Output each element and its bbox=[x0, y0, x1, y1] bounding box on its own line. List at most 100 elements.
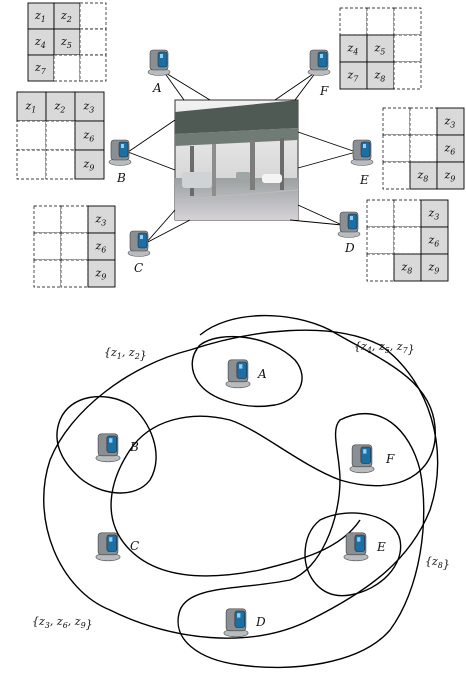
grid-cell bbox=[393, 61, 422, 90]
grid-cell bbox=[382, 134, 411, 163]
grid-cell-label: z1 bbox=[34, 9, 46, 24]
grid-cell bbox=[420, 199, 449, 228]
grid-cell bbox=[366, 34, 395, 63]
grid-cell bbox=[366, 61, 395, 90]
grid-cell bbox=[366, 253, 395, 282]
grid-cell bbox=[339, 7, 368, 36]
grid-cell-label: z5 bbox=[60, 35, 72, 50]
node-f-icon bbox=[349, 444, 375, 474]
set-label: {z1, z2} bbox=[104, 346, 147, 362]
grid-cell bbox=[393, 7, 422, 36]
grid-cell bbox=[366, 199, 395, 228]
set-region-z3-z6-z9 bbox=[56, 395, 157, 494]
grid-cell-label: z3 bbox=[95, 213, 107, 228]
node-e-icon bbox=[343, 532, 369, 562]
grid-cell bbox=[87, 232, 116, 261]
grid-cell bbox=[79, 28, 107, 56]
grid-cell bbox=[33, 232, 62, 261]
node-b-icon bbox=[95, 433, 121, 463]
grid-cell bbox=[45, 149, 76, 180]
grid-cell bbox=[87, 205, 116, 234]
grid-cell bbox=[393, 199, 422, 228]
grid-cell bbox=[87, 259, 116, 288]
grid-cell bbox=[436, 134, 465, 163]
grid-cell bbox=[27, 28, 55, 56]
camera-label-f: F bbox=[319, 84, 329, 98]
grid-cell bbox=[409, 134, 438, 163]
grid-cell-label: z8 bbox=[401, 261, 413, 276]
set-region-z1-z2 bbox=[43, 329, 439, 639]
grid-cell-label: z9 bbox=[428, 261, 440, 276]
camera-d-icon bbox=[337, 211, 361, 238]
grid-cell bbox=[60, 232, 89, 261]
grid-cell bbox=[409, 161, 438, 190]
grid-cell bbox=[45, 120, 76, 151]
grid-cell-label: z9 bbox=[444, 169, 456, 184]
grid-cell bbox=[436, 161, 465, 190]
node-label-b: B bbox=[129, 440, 139, 454]
grid-cell bbox=[393, 34, 422, 63]
set-label: {z4, z5, z7} bbox=[354, 340, 415, 356]
grid-cell-label: z7 bbox=[347, 69, 360, 84]
node-c-icon bbox=[95, 532, 121, 562]
set-region-z4-z5-z7 bbox=[110, 314, 436, 577]
grid-cell bbox=[60, 205, 89, 234]
node-label-d: D bbox=[255, 615, 266, 629]
grid-cell-label: z3 bbox=[444, 115, 456, 130]
camera-c-icon bbox=[127, 230, 151, 257]
grid-cell-label: z4 bbox=[347, 42, 359, 57]
grid-cell bbox=[33, 259, 62, 288]
grid-cell bbox=[16, 149, 47, 180]
grid-cell bbox=[16, 120, 47, 151]
camera-f-icon bbox=[307, 49, 331, 76]
grid-cell-label: z3 bbox=[83, 100, 95, 115]
grid-cell-label: z9 bbox=[83, 158, 95, 173]
grid-cell-label: z8 bbox=[417, 169, 429, 184]
node-label-f: F bbox=[385, 452, 395, 466]
grid-cell bbox=[74, 149, 105, 180]
grid-cell bbox=[79, 54, 107, 82]
grid-cell bbox=[53, 54, 81, 82]
grid-cell-label: z7 bbox=[34, 61, 47, 76]
grid-cell bbox=[16, 91, 47, 122]
set-region-z8 bbox=[177, 413, 425, 669]
set-labels: {z1, z2} {z4, z5, z7} {z8} {z3, z6, z9} bbox=[32, 340, 450, 631]
node-label-c: C bbox=[130, 539, 139, 553]
street-scene-image bbox=[174, 99, 299, 221]
node-d-icon bbox=[223, 608, 249, 638]
grid-cell bbox=[27, 2, 55, 30]
grid-cell bbox=[436, 107, 465, 136]
grid-cell-label: z2 bbox=[60, 9, 72, 24]
grid-cell bbox=[366, 7, 395, 36]
grid-cell bbox=[339, 34, 368, 63]
set-region-e-loop bbox=[304, 512, 402, 597]
camera-label-e: E bbox=[359, 173, 369, 187]
grid-cell bbox=[33, 205, 62, 234]
grid-cell-label: z6 bbox=[83, 129, 95, 144]
set-label: {z8} bbox=[425, 555, 450, 571]
grid-cell-label: z8 bbox=[374, 69, 386, 84]
grid-cell-label: z6 bbox=[428, 234, 440, 249]
camera-label-c: C bbox=[134, 261, 143, 275]
grid-cell bbox=[339, 61, 368, 90]
node-label-a: A bbox=[257, 367, 267, 381]
node-label-e: E bbox=[376, 540, 386, 554]
grid-cell bbox=[382, 107, 411, 136]
camera-b-icon bbox=[108, 139, 132, 166]
set-label: {z3, z6, z9} bbox=[32, 615, 93, 631]
node-a-icon bbox=[225, 359, 251, 389]
set-region-a-loop bbox=[191, 335, 303, 407]
grid-cell bbox=[409, 107, 438, 136]
camera-connectors bbox=[127, 71, 357, 244]
grid-cell bbox=[60, 259, 89, 288]
grid-cell-label: z6 bbox=[95, 240, 107, 255]
